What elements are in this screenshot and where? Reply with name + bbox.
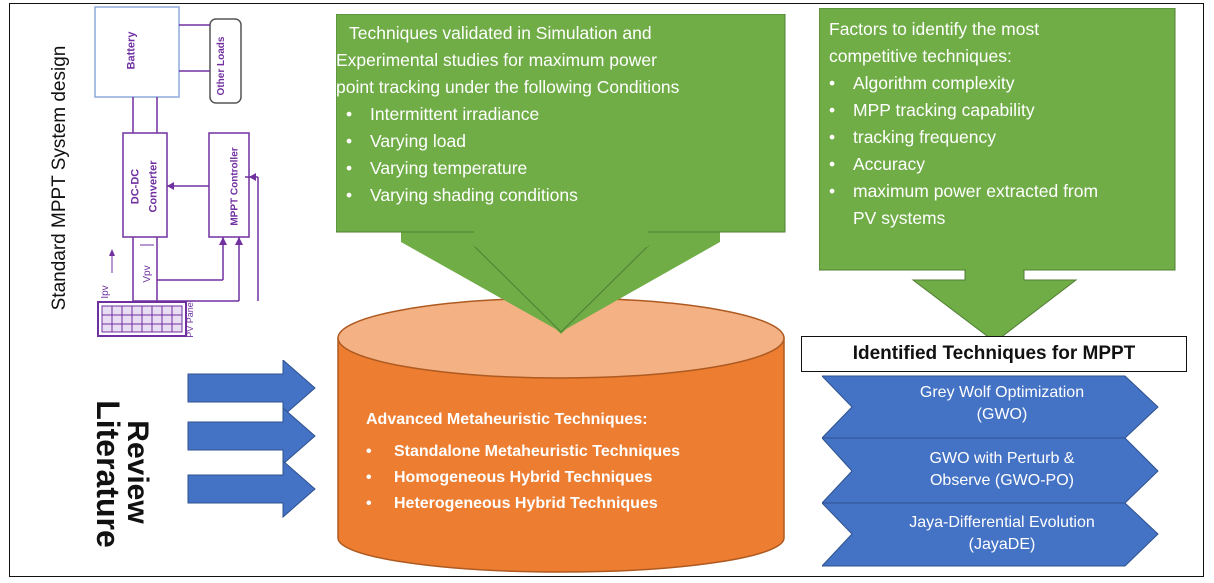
system-design-title: Standard MPPT System design [49,45,70,311]
literature-arrow [187,360,316,418]
conditions-list: Intermittent irradiance Varying load Var… [336,101,786,209]
cylinder-item: •Standalone Metaheuristic Techniques •Ho… [366,439,680,517]
factor-item: MPP tracking capability [819,97,1175,124]
battery-label: Battery [125,31,138,70]
technique-label-jayade: Jaya-Differential Evolution (JayaDE) [909,514,1095,553]
techniques-box: Techniques validated in Simulation and E… [336,20,786,209]
ipv-label: Ipv [100,285,111,299]
condition-item: Varying temperature [336,155,786,182]
other-loads-label: Other Loads [216,36,227,96]
battery-box [94,6,180,98]
factor-item-continued: PV systems [853,208,946,228]
techniques-intro-line: Techniques validated in Simulation and [349,23,652,43]
cylinder-list-item: •Heterogeneous Hybrid Techniques [366,495,658,512]
converter-box [122,132,168,238]
techniques-cylinder [337,297,785,573]
cylinder-heading: Advanced Metaheuristic Techniques: [366,411,648,428]
factor-item: tracking frequency [819,124,1175,151]
factor-item: Algorithm complexity [819,70,1175,97]
controller-box [208,132,250,238]
mppt-circuit-diagram [94,6,259,337]
technique-label-gwo: Grey Wolf Optimization (GWO) [919,384,1085,423]
literature-arrow [187,459,316,519]
condition-item: Varying load [336,128,786,155]
techniques-intro-line: Experimental studies for maximum power [336,50,657,70]
condition-item: Varying shading conditions [336,182,786,209]
factors-list: Algorithm complexity MPP tracking capabi… [819,70,1175,232]
outer-frame [9,3,1204,577]
other-loads-box [209,18,242,104]
factors-intro-line: Factors to identify the most [829,19,1040,39]
techniques-intro-line: point tracking under the following Condi… [336,77,680,97]
factor-item: maximum power extracted from [819,178,1175,205]
pv-panel-cells [101,305,183,333]
condition-item: Intermittent irradiance [336,101,786,128]
converter-label-line1: DC-DC [129,168,142,205]
technique-chevron [822,502,1159,567]
factors-intro-line: competitive techniques: [829,46,1012,66]
literature-arrow [187,406,316,466]
cylinder-list-item: •Standalone Metaheuristic Techniques [366,443,680,460]
identified-title: Identified Techniques for MPPT [801,336,1187,372]
mppt-controller-label: MPPT Controller [229,147,241,226]
factor-item: Accuracy [819,151,1175,178]
pv-panel-label: PV Panel [185,300,195,338]
technique-label-gwo-po: GWO with Perturb & Observe (GWO-PO) [929,450,1075,489]
cylinder-list-item: •Homogeneous Hybrid Techniques [366,469,653,486]
factors-box: Factors to identify the most competitive… [819,16,1175,232]
vpv-label: Vpv [142,265,153,283]
literature-review-line2: Review [121,420,154,524]
literature-arrows [187,360,316,519]
identified-chevrons [822,375,1159,567]
converter-label-line2: Converter [147,160,160,213]
